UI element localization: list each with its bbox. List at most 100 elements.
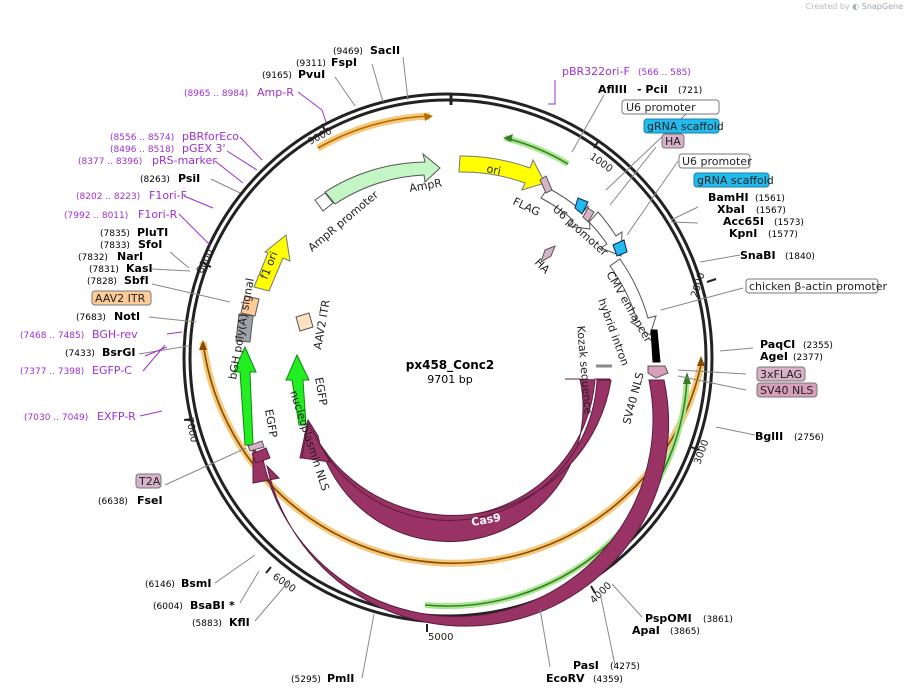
site-nari-name: NarI <box>117 250 143 263</box>
svg-text:SV40 NLS: SV40 NLS <box>760 384 813 397</box>
primer-f1ori-r-name: F1ori-R <box>138 208 178 221</box>
ori-outer-line <box>317 115 431 149</box>
svg-text:5000: 5000 <box>428 632 453 643</box>
site-pasi-name: PasI <box>573 659 599 672</box>
svg-text:U6 promoter: U6 promoter <box>682 155 752 168</box>
svg-text:HA: HA <box>665 135 681 148</box>
cmv-enhancer-feature <box>609 258 657 336</box>
site-agei-name: AgeI <box>760 350 788 363</box>
primer-pbrforeco-pos: (8556 .. 8574) <box>110 133 174 143</box>
gRNA-scaffold-feature-1 <box>574 197 589 215</box>
site-afliii-pos: (721) <box>678 86 702 96</box>
ori-outer-arrowhead <box>424 113 433 121</box>
site-pvui-name: PvuI <box>298 68 325 81</box>
site-pasi-pos: (4275) <box>610 662 640 672</box>
ampr-green-arrowhead <box>503 134 513 142</box>
bgh-polya-feature <box>235 313 254 343</box>
cas9-green-line <box>424 379 688 607</box>
site-kpni-pos: (1577) <box>768 230 798 240</box>
site-noti-pos: (7683) <box>76 313 106 323</box>
primer-exfp-r-name: EXFP-R <box>97 410 136 423</box>
site-pluti-name: PluTI <box>137 226 168 239</box>
primer-ampr-pos: (8965 .. 8984) <box>184 89 248 99</box>
site-acc65i-pos: (1573) <box>774 218 804 228</box>
site-fspi-pos: (9311) <box>296 59 326 69</box>
site-apai-pos: (3865) <box>670 627 700 637</box>
tick-7000: 7000 <box>183 416 199 443</box>
egfp-left-arrow <box>233 345 257 446</box>
site-psii-pos: (8263) <box>140 175 170 185</box>
site-kfli-pos: (5883) <box>192 619 222 629</box>
primer-pgex3-pos: (8496 .. 8518) <box>110 145 174 155</box>
tick-4000: 4000 <box>588 580 614 606</box>
svg-text:T2A: T2A <box>138 475 161 488</box>
site-sbfi-pos: (7828) <box>87 277 117 287</box>
site-pspomi-name: PspOMI <box>645 612 692 625</box>
ha-tag-feature-2 <box>540 245 556 264</box>
callout-3xflag: 3xFLAG <box>756 366 806 382</box>
ampr-promoter-feature <box>314 192 334 212</box>
cas9-feature-inner-fill <box>301 379 612 521</box>
primer-prs-marker-name: pRS-marker <box>152 154 217 167</box>
label-sv40-nls: SV40 NLS <box>620 371 646 426</box>
site-snabi-name: SnaBI <box>740 249 776 262</box>
site-fsei-name: FseI <box>137 494 163 507</box>
svg-text:gRNA scaffold: gRNA scaffold <box>697 174 774 187</box>
primer-pgex3-name: pGEX 3' <box>182 142 226 155</box>
egfp-right-arrow <box>285 353 310 426</box>
ha-tag-feature-1 <box>582 207 595 223</box>
callout-u6-promoter-top: U6 promoter <box>621 99 720 115</box>
site-afliii-name: AflIII <box>598 83 627 96</box>
label-aav2-itr: AAV2 ITR <box>311 298 333 350</box>
cas9-feature-outer <box>252 379 670 627</box>
site-bsabi-pos: (6004) <box>153 602 183 612</box>
snapgene-logo: ◐ SnapGene <box>852 2 903 11</box>
label-ha-inner: HA <box>532 256 553 277</box>
label-flag: FLAG <box>511 195 542 219</box>
primer-egfp-c-name: EGFP-C <box>92 364 132 377</box>
site-ecorv-name: EcoRV <box>546 672 585 685</box>
site-kasi-name: KasI <box>126 262 153 275</box>
primer-bgh-rev-pos: (7468 .. 7485) <box>20 331 84 341</box>
site-kpni-name: KpnI <box>729 227 757 240</box>
site-bsrgi-pos: (7433) <box>65 349 95 359</box>
callout-sv40-nls: SV40 NLS <box>756 382 818 398</box>
svg-text:gRNA scaffold: gRNA scaffold <box>647 120 724 133</box>
callout-chicken-beta-actin: chicken β-actin promoter <box>745 278 887 294</box>
primer-pbr322ori-f-pos: (566 .. 585) <box>638 68 691 78</box>
label-egfp-inner: EGFP <box>312 376 330 407</box>
svg-text:8000: 8000 <box>195 248 217 276</box>
primer-prs-marker-pos: (8377 .. 8396) <box>78 157 142 167</box>
site-bsmi-name: BsmI <box>181 577 212 590</box>
svg-text:6000: 6000 <box>270 571 297 595</box>
site-bsabi-asterisk: * <box>229 599 235 612</box>
label-ampr: AmpR <box>408 176 443 195</box>
u6-promoter-feature <box>540 187 591 230</box>
site-nari-pos: (7832) <box>78 253 108 263</box>
svg-text:3xFLAG: 3xFLAG <box>760 368 802 381</box>
site-snabi-pos: (1840) <box>785 252 815 262</box>
callout-grna-scaffold-1: gRNA scaffold <box>643 118 724 134</box>
svg-text:AAV2 ITR: AAV2 ITR <box>95 292 146 305</box>
site-pmli-name: PmlI <box>327 672 354 685</box>
site-pcii-name: - PciI <box>637 83 668 96</box>
cas9-orange-arrowhead-2 <box>199 340 207 350</box>
credit-prefix: Created by <box>805 2 850 11</box>
label-cas9-inner: Cas9 <box>470 511 502 529</box>
site-ecorv-pos: (4359) <box>593 675 623 685</box>
label-cas9-outer: Cas9 <box>480 560 512 579</box>
primer-pbrforeco-name: pBRforEco <box>182 130 239 143</box>
plasmid-length: 9701 bp <box>427 373 472 386</box>
site-pvui-pos: (9165) <box>262 71 292 81</box>
connector-lines <box>138 56 756 679</box>
gRNA-scaffold-feature-2 <box>612 239 628 257</box>
callout-ha: HA <box>661 133 685 149</box>
site-pmli-pos: (5295) <box>291 675 321 685</box>
flag-feature <box>539 175 553 194</box>
site-sbfi-name: SbfI <box>124 274 149 287</box>
ampr-feature <box>324 152 441 205</box>
svg-text:chicken β-actin promoter: chicken β-actin promoter <box>749 280 887 293</box>
label-ori: ori <box>485 162 502 178</box>
site-kasi-pos: (7831) <box>89 265 119 275</box>
site-pspomi-pos: (3861) <box>703 615 733 625</box>
